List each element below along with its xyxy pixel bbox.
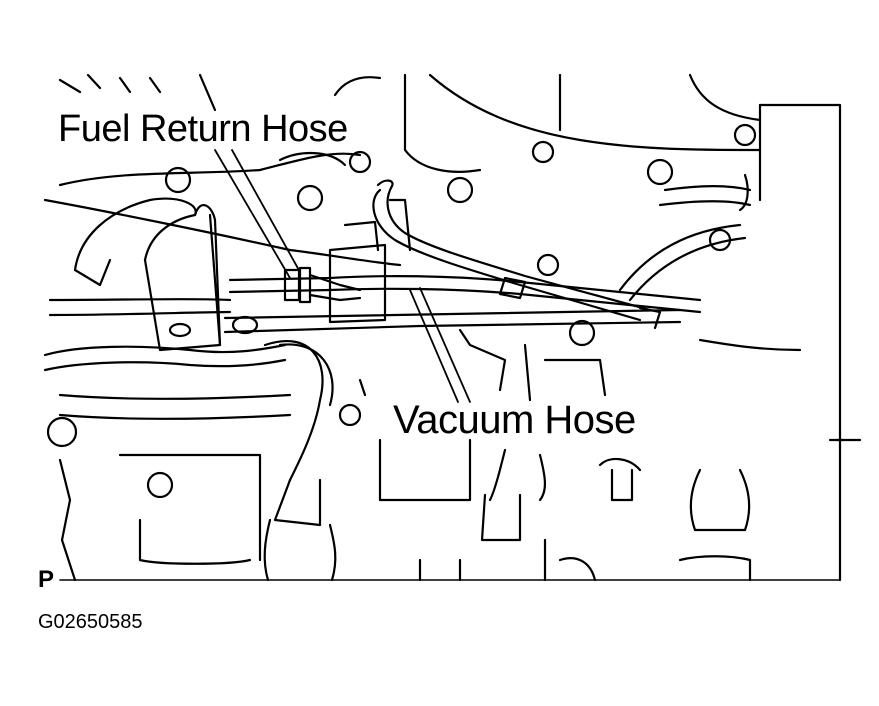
hook-bracket [73,197,259,352]
engine-lower [58,328,607,582]
vacuum-hose [372,179,662,330]
pipes [43,198,702,372]
leader-lines [214,149,471,403]
figure-code: G02650585 [38,611,143,633]
engine-block-upper [58,73,842,582]
corner-mark: P [38,566,55,593]
plug-boots [263,438,862,582]
hose-connector [283,198,412,324]
bolt-heads [46,123,757,499]
fuel-return-hose-label: Fuel Return Hose [58,108,348,150]
right-hoses [618,173,802,352]
vacuum-hose-label: Vacuum Hose [393,398,636,442]
